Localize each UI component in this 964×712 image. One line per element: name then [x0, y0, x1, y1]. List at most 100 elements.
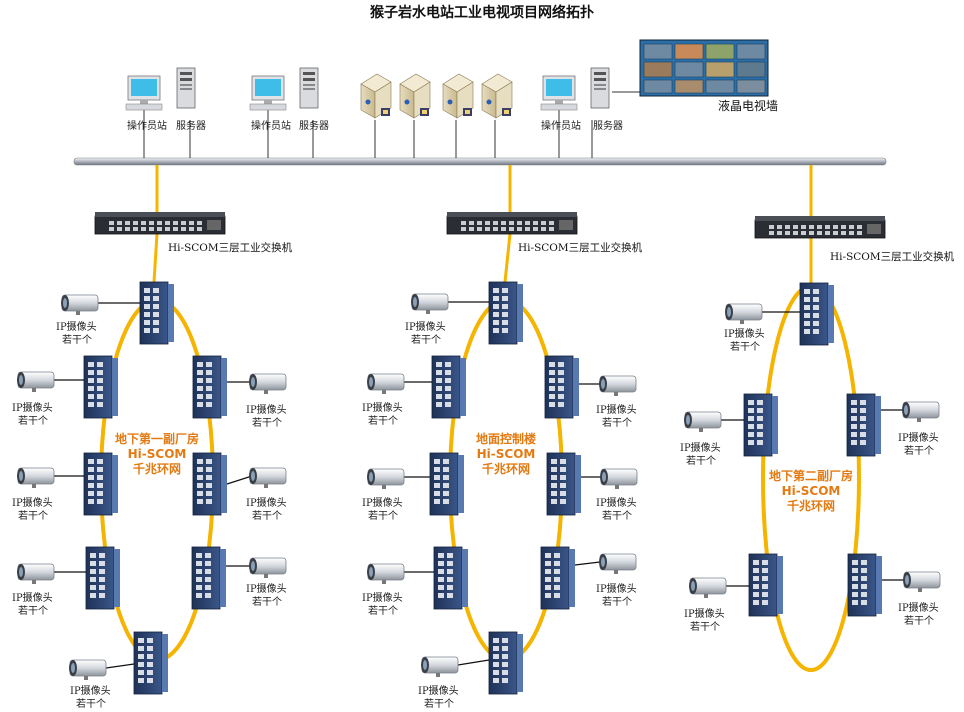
camera-label: IP摄像头: [246, 496, 287, 509]
camera-count: 若干个: [690, 620, 720, 633]
ip-camera-icon: [688, 577, 727, 599]
ring-switch-icon: [546, 452, 582, 516]
core-switch-label: Hi-SCOM三层工业交换机: [830, 250, 955, 263]
core-switch-label: Hi-SCOM三层工业交换机: [518, 241, 643, 254]
server-label: 服务器: [299, 119, 329, 132]
camera-count: 若干个: [424, 697, 454, 710]
ring-switch-icon: [429, 452, 465, 516]
camera-count: 若干个: [18, 509, 48, 522]
app-server-icon: [481, 73, 513, 119]
camera-count: 若干个: [730, 340, 760, 353]
camera-labels-ring-3: IP摄像头 若干个 IP摄像头 若干个 IP摄像头 若干个 IP摄像头 若干个 …: [680, 327, 939, 633]
ip-camera-icon: [366, 468, 405, 490]
app-server-icon: [442, 73, 474, 119]
ip-camera-icon: [68, 659, 107, 681]
camera-label: IP摄像头: [12, 496, 53, 509]
server-tower-icon: [590, 67, 610, 109]
ring-switch-icon: [846, 393, 882, 457]
camera-count: 若干个: [602, 595, 632, 608]
camera-label: IP摄像头: [362, 496, 403, 509]
ring-switch-icon: [192, 355, 228, 419]
ip-camera-icon: [16, 467, 55, 489]
tv-wall-icon: [639, 39, 769, 97]
camera-count: 若干个: [18, 414, 48, 427]
camera-count: 若干个: [368, 414, 398, 427]
ip-camera-icon: [248, 557, 287, 579]
camera-label: IP摄像头: [724, 327, 765, 340]
camera-label: IP摄像头: [596, 403, 637, 416]
camera-label: IP摄像头: [418, 684, 459, 697]
camera-label: IP摄像头: [898, 601, 939, 614]
operator-label: 操作员站: [127, 119, 167, 132]
ip-camera-icon: [901, 401, 940, 423]
ring-1-type: 千兆环网: [133, 461, 181, 476]
camera-label: IP摄像头: [596, 496, 637, 509]
core-switch-icon: [94, 211, 226, 235]
ring-switch-icon: [83, 452, 119, 516]
ring-switch-icon: [192, 452, 228, 516]
ip-camera-icon: [366, 563, 405, 585]
camera-label: IP摄像头: [680, 441, 721, 454]
core-switch-icon: [446, 211, 578, 235]
operator-pc-icon: [125, 75, 163, 111]
camera-count: 若干个: [62, 333, 92, 346]
camera-count: 若干个: [904, 444, 934, 457]
operator-label: 操作员站: [541, 119, 581, 132]
ring-switch-icon: [799, 282, 835, 346]
ip-camera-icon: [16, 563, 55, 585]
operator-label: 操作员站: [251, 119, 291, 132]
camera-label: IP摄像头: [362, 401, 403, 414]
camera-count: 若干个: [602, 509, 632, 522]
ring-switch-icon: [743, 393, 779, 457]
server-label: 服务器: [593, 119, 623, 132]
ring-3-devices: [721, 282, 904, 617]
camera-label: IP摄像头: [12, 401, 53, 414]
ring-switch-icon: [133, 631, 169, 695]
ring-1-name: 地下第一副厂房: [115, 431, 199, 446]
camera-count: 若干个: [686, 454, 716, 467]
app-server-icon: [399, 73, 431, 119]
ip-camera-icon: [366, 373, 405, 395]
ring-switch-icon: [488, 281, 524, 345]
camera-label: IP摄像头: [898, 431, 939, 444]
camera-labels-ring-2: IP摄像头 若干个 IP摄像头 若干个 IP摄像头 若干个 IP摄像头 若干个 …: [362, 320, 637, 710]
ring-switch-icon: [544, 355, 580, 419]
ip-camera-icon: [16, 371, 55, 393]
camera-count: 若干个: [602, 416, 632, 429]
operator-pc-icon: [540, 75, 578, 111]
camera-label: IP摄像头: [362, 591, 403, 604]
camera-label: IP摄像头: [246, 403, 287, 416]
ring-switch-icon: [191, 546, 227, 610]
app-server-icon: [360, 73, 392, 119]
ring-switch-icon: [540, 546, 576, 610]
camera-count: 若干个: [368, 509, 398, 522]
ring-1-protocol: Hi-SCOM: [128, 447, 187, 461]
tv-wall-label: 液晶电视墙: [718, 98, 778, 113]
ring-switch-icon: [431, 355, 467, 419]
ip-camera-icon: [724, 303, 763, 325]
camera-label: IP摄像头: [56, 320, 97, 333]
ring-2-name: 地面控制楼: [476, 431, 536, 446]
ip-camera-icon: [599, 468, 638, 490]
ring-3-protocol: Hi-SCOM: [782, 484, 841, 498]
ip-camera-icon: [683, 411, 722, 433]
camera-label: IP摄像头: [70, 684, 111, 697]
ring-switch-icon: [83, 355, 119, 419]
camera-count: 若干个: [904, 614, 934, 627]
server-tower-icon: [299, 67, 319, 109]
ip-camera-icon: [598, 375, 637, 397]
ring-3-type: 千兆环网: [787, 498, 835, 513]
diagram-title: 猴子岩水电站工业电视项目网络拓扑: [369, 4, 594, 21]
ip-camera-icon: [410, 293, 449, 315]
ring-switch-icon: [748, 553, 784, 617]
core-switch-icon: [754, 215, 886, 239]
ring-switch-icon: [847, 553, 883, 617]
backbone-bus: [73, 157, 887, 166]
camera-count: 若干个: [411, 333, 441, 346]
ip-camera-icon: [248, 373, 287, 395]
ring-switch-icon: [139, 281, 175, 345]
ring-2-protocol: Hi-SCOM: [477, 447, 536, 461]
camera-count: 若干个: [252, 416, 282, 429]
operator-pc-icon: [249, 75, 287, 111]
